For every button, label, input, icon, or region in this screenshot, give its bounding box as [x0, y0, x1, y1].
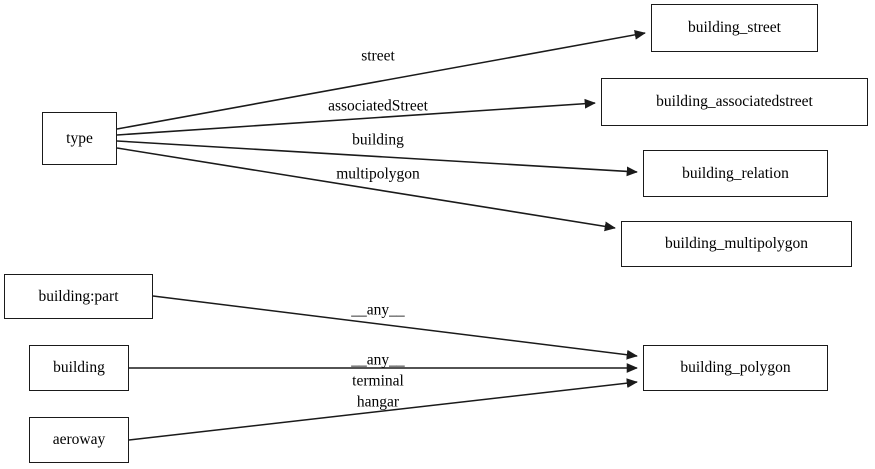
node-building-street[interactable]: building_street [651, 4, 818, 52]
node-label: building_relation [682, 164, 789, 182]
node-type[interactable]: type [42, 112, 117, 165]
node-label: building_associatedstreet [656, 93, 813, 111]
node-aeroway[interactable]: aeroway [29, 417, 129, 463]
edge-aeroway-to-building_polygon [128, 378, 638, 441]
edge-type-to-building_associatedstreet [116, 98, 596, 136]
node-label: building:part [38, 287, 119, 305]
edge-label-multipolygon: multipolygon [336, 165, 420, 183]
node-building[interactable]: building [29, 345, 129, 391]
node-label: type [66, 129, 93, 147]
edge-label-building: building [352, 131, 404, 149]
edge-label-any-building: __any__ [351, 351, 405, 369]
node-label: building [53, 359, 105, 377]
edge-type-to-building_multipolygon [116, 147, 616, 232]
edge-label-associatedstreet: associatedStreet [328, 97, 428, 115]
node-building-relation[interactable]: building_relation [643, 150, 828, 197]
edge-paths [116, 30, 646, 441]
node-label: building_multipolygon [665, 235, 808, 253]
node-building-multipolygon[interactable]: building_multipolygon [621, 221, 852, 267]
edge-label-hangar: hangar [356, 393, 400, 411]
node-label: building_polygon [680, 359, 791, 377]
edge-label-street: street [361, 47, 395, 65]
node-building-part[interactable]: building:part [4, 274, 153, 319]
edge-building_part-to-building_polygon [152, 295, 638, 360]
edge-label-terminal: terminal [352, 372, 404, 390]
node-label: building_street [688, 19, 781, 37]
node-building-associatedstreet[interactable]: building_associatedstreet [601, 78, 868, 126]
edge-type-to-building_relation [116, 140, 638, 177]
node-label: aeroway [52, 431, 106, 449]
node-building-polygon[interactable]: building_polygon [643, 345, 828, 391]
edge-label-any-part: __any__ [351, 301, 405, 319]
edge-type-to-building_street [116, 30, 646, 130]
